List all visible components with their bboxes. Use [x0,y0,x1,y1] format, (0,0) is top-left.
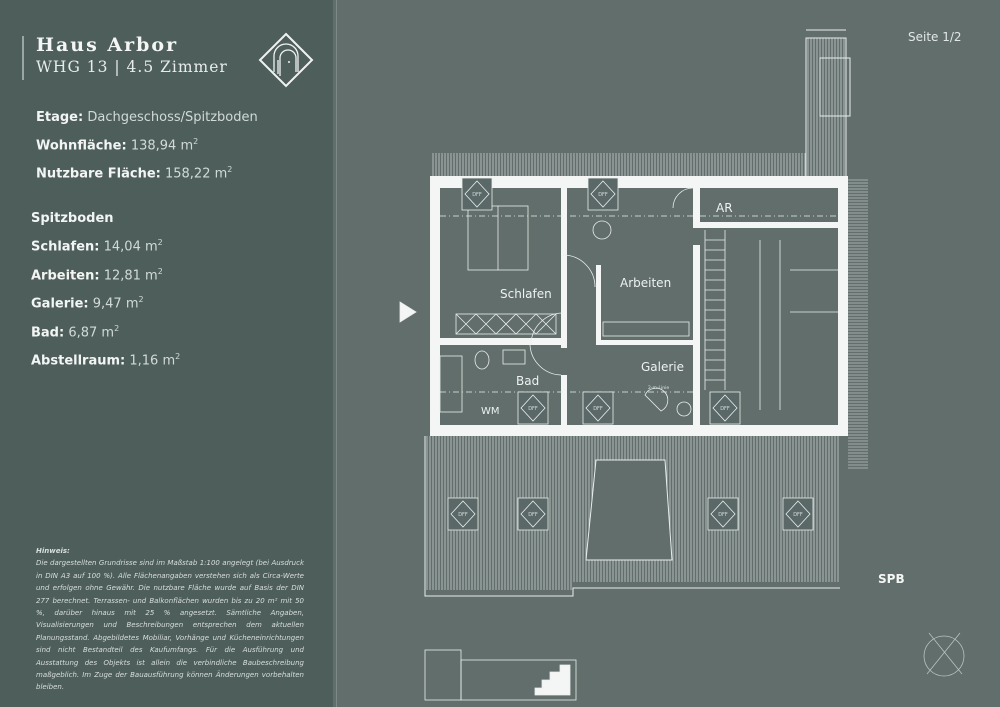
roof-window-dff: DFF [517,391,549,425]
svg-text:DFF: DFF [458,512,468,518]
room-area-schlafen: Schlafen: 14,04 m2 [31,238,163,255]
walls [430,176,848,436]
room-label-ar: AR [716,201,733,215]
roof-window-dff: DFF [517,497,549,531]
disclaimer-note: Hinweis: Die dargestellten Grundrisse si… [36,545,304,694]
title-accent-bar [22,36,24,80]
two-meter-line-label: 2-m-Linie [648,385,669,391]
room-label-arbeiten: Arbeiten [620,276,671,290]
room-area-galerie: Galerie: 9,47 m2 [31,295,144,312]
roof-window-dff: DFF [709,391,741,425]
room-label-bad: Bad [516,374,539,388]
washer-label: WM [481,406,500,417]
svg-text:DFF: DFF [598,192,608,198]
roof-window-dff: DFF [782,497,814,531]
arbor-logo-icon [258,32,314,88]
note-heading: Hinweis: [36,547,70,555]
svg-text:DFF: DFF [528,406,538,412]
page-indicator: Seite 1/2 [908,30,962,44]
rooms-heading: Spitzboden [31,211,114,226]
room-area-arbeiten: Arbeiten: 12,81 m2 [31,266,163,284]
room-label-schlafen: Schlafen [500,287,552,301]
svg-text:DFF: DFF [472,192,482,198]
key-plan [424,649,577,701]
unit-facts: Etage: Dachgeschoss/Spitzboden Wohnfläch… [36,106,258,187]
roof-windows: DFF DFF DFF DFF DFF DFF DFF DFF DFF [447,177,814,531]
svg-text:DFF: DFF [720,406,730,412]
fact-floor: Etage: Dachgeschoss/Spitzboden [36,110,258,125]
room-label-galerie: Galerie [641,360,684,374]
room-area-bad: Bad: 6,87 m2 [31,323,120,341]
note-text: Die dargestellten Grundrisse sind im Maß… [36,559,304,692]
roof-window-dff: DFF [707,497,739,531]
room-area-abstellraum: Abstellraum: 1,16 m2 [31,352,181,369]
project-title: Haus Arbor [36,34,179,56]
svg-text:DFF: DFF [793,512,803,518]
unit-subtitle: WHG 13 | 4.5 Zimmer [36,58,228,76]
roof-window-dff: DFF [447,497,479,531]
roof-window-dff: DFF [582,391,614,425]
svg-text:DFF: DFF [718,512,728,518]
fact-usable-area: Nutzbare Fläche: 158,22 m2 [36,165,233,182]
level-label: SPB [878,572,905,586]
panel-divider [336,0,337,707]
roof-window-dff: DFF [461,177,493,211]
north-arrow-icon [923,632,965,677]
info-panel [0,0,333,707]
room-areas: Spitzboden Schlafen: 14,04 m2 Arbeiten: … [31,207,180,374]
svg-text:DFF: DFF [528,512,538,518]
fact-living-area: Wohnfläche: 138,94 m2 [36,137,199,154]
furniture [399,187,838,417]
roof-window-dff: DFF [587,177,619,211]
svg-text:DFF: DFF [593,406,603,412]
